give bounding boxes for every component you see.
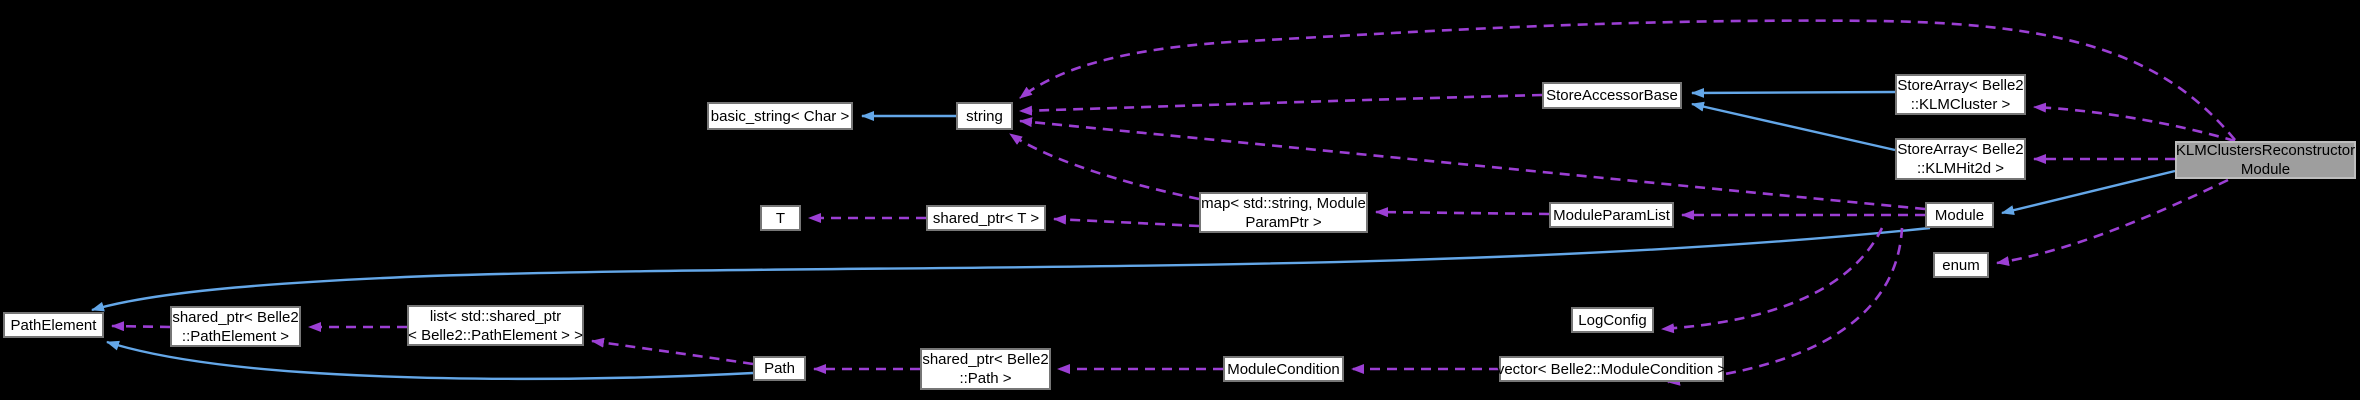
node-label: T [775,209,786,227]
edge-klmmodule-to-enum [1996,178,2229,266]
node-logconfig[interactable]: LogConfig [1571,307,1654,333]
edge-module-to-pathelement [91,226,1931,312]
node-storeaccessorbase[interactable]: StoreAccessorBase [1542,82,1682,109]
node-label: vector< Belle2::ModuleCondition > [1496,360,1727,378]
edge-module-to-logconfig [1661,227,1884,334]
node-label: map< std::string, Module [1201,194,1366,212]
node-label: KLMClustersReconstructor [2175,142,2356,159]
node-label: ParamPtr > [1245,213,1322,231]
node-label: shared_ptr< Belle2 [922,351,1049,368]
node-modulecondition[interactable]: ModuleCondition [1223,356,1344,382]
node-storearray-klmcluster[interactable]: StoreArray< Belle2 ::KLMCluster > [1895,74,2026,115]
node-label: ModuleParamList [1553,206,1670,224]
node-label: StoreArray< Belle2 [1897,76,2024,94]
edge-map-to-sharedptr-t [1053,214,1200,228]
usage-edges [111,19,2237,386]
node-label: ::PathElement > [181,327,290,345]
node-label: list< std::shared_ptr [429,307,562,325]
node-vector-modulecondition[interactable]: vector< Belle2::ModuleCondition > [1496,356,1727,382]
node-list-sharedptr-pathelement[interactable]: list< std::shared_ptr < Belle2::PathElem… [407,305,584,346]
edge-klmmodule-to-string [1019,19,2237,141]
node-t[interactable]: T [760,205,801,231]
node-label: StoreArray< Belle2 [1897,141,2024,158]
node-sharedptr-pathelement[interactable]: shared_ptr< Belle2 ::PathElement > [170,306,301,347]
node-label: ::KLMHit2d > [1916,160,2005,177]
edge-path-to-pathelement [106,340,754,381]
node-label: Module [2240,161,2291,178]
node-label: Module [1934,206,1985,224]
edge-path-to-list [591,337,754,366]
node-label: basic_string< Char > [710,107,850,125]
edge-klmmodule-to-storearray-klmcluster [2033,102,2236,143]
node-label: LogConfig [1578,311,1647,329]
node-moduleparamlist[interactable]: ModuleParamList [1549,202,1674,228]
node-label: ::Path > [959,370,1012,387]
node-pathelement[interactable]: PathElement [3,312,104,338]
node-storearray-klmhit2d[interactable]: StoreArray< Belle2 ::KLMHit2d > [1895,138,2026,180]
node-label: StoreAccessorBase [1546,87,1678,104]
node-label: Path [764,360,795,377]
edge-map-to-string [1009,132,1200,201]
node-sharedptr-path[interactable]: shared_ptr< Belle2 ::Path > [920,348,1051,390]
node-map-moduleparamptr[interactable]: map< std::string, Module ParamPtr > [1199,192,1368,233]
node-label: ModuleCondition [1227,360,1340,378]
node-string[interactable]: string [956,102,1013,130]
edge-klmmodule-to-module [2001,169,2176,216]
node-label: < Belle2::PathElement > > [408,326,583,344]
node-sharedptr-t[interactable]: shared_ptr< T > [926,205,1046,231]
edge-storearray-klmhit2d-to-storeaccessorbase [1691,101,1896,152]
edge-storearray-klmcluster-to-storeaccessorbase [1691,87,1896,98]
node-label: shared_ptr< T > [932,209,1040,227]
node-path[interactable]: Path [753,356,806,381]
node-basic-string[interactable]: basic_string< Char > [707,102,853,130]
inheritance-edges [91,87,2176,381]
edge-moduleparamlist-to-map [1375,207,1550,218]
edge-module-to-string [1019,117,1926,211]
node-label: string [966,107,1003,125]
edge-storeaccessorbase-to-string [1019,93,1543,116]
node-label: shared_ptr< Belle2 [172,308,299,326]
node-klmclustersreconstructormodule: KLMClustersReconstructor Module [2175,141,2356,179]
edge-module-to-vector-modulecondition [1667,227,1904,386]
node-module[interactable]: Module [1925,202,1994,228]
node-label: enum [1942,256,1980,274]
edge-sharedptr-pathelement-to-pathelement [111,321,171,332]
node-enum[interactable]: enum [1933,252,1989,278]
node-label: PathElement [10,316,97,334]
node-label: ::KLMCluster > [1910,95,2011,113]
